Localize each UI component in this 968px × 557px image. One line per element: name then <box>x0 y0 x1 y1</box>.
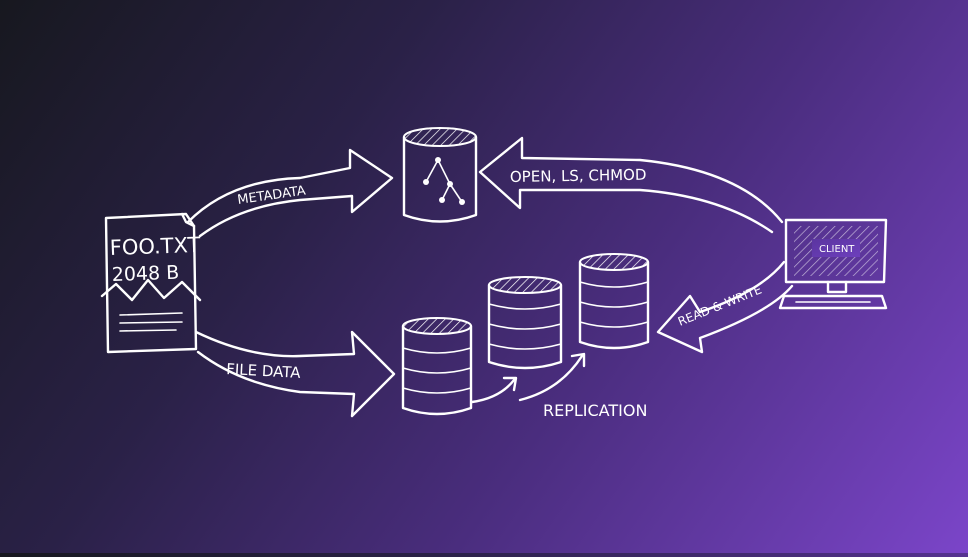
client-ops-label: OPEN, LS, CHMOD <box>510 166 647 186</box>
metadata-arrow: METADATA <box>186 148 394 238</box>
file-document-icon: FOO.TXT 2048 B <box>100 212 202 354</box>
file-name: FOO.TXT <box>109 233 201 260</box>
replication-arrows: REPLICATION <box>470 352 647 420</box>
client-label: CLIENT <box>819 244 855 255</box>
metadata-server-icon <box>402 127 478 223</box>
client-ops-arrow: OPEN, LS, CHMOD <box>478 136 784 234</box>
file-size: 2048 B <box>111 262 179 286</box>
data-node-3 <box>578 253 650 350</box>
read-write-arrow: READ & WRITE <box>656 260 794 354</box>
read-write-label: READ & WRITE <box>676 282 764 328</box>
client-computer-icon: CLIENT <box>778 218 888 310</box>
file-data-arrow: FILE DATA <box>194 330 396 418</box>
replication-label: REPLICATION <box>543 401 647 420</box>
data-node-1 <box>401 317 473 416</box>
data-node-2 <box>487 276 563 370</box>
file-data-label: FILE DATA <box>226 360 302 382</box>
